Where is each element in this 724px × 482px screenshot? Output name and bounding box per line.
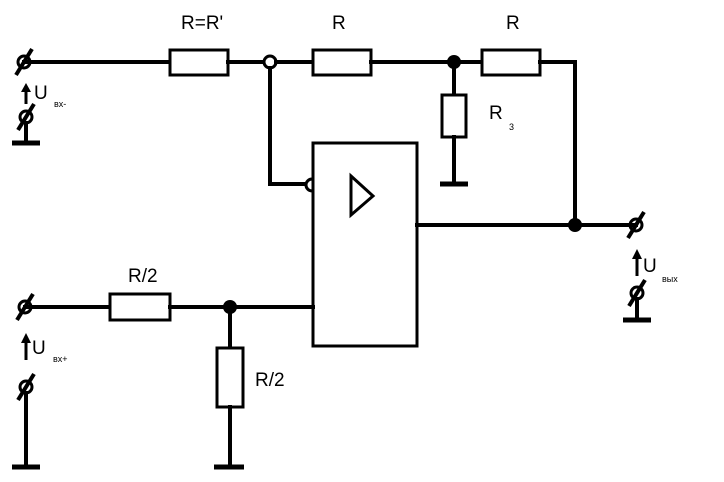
terminal-in-minus-top [14,47,34,77]
label-r-mid: R [332,13,346,34]
op-amp-body [311,141,419,348]
label-u-out-sub: вых [662,274,678,284]
resistor-r-half-shunt [215,346,245,409]
arrow-head-out [632,249,642,259]
label-r3: R [489,103,503,124]
triangle-icon [349,172,376,219]
label-u-in-minus: U [34,83,48,104]
terminal-in-plus-top [15,292,35,322]
terminal-out-top [626,210,646,240]
resistor-r-input [168,48,230,77]
label-u-out: U [643,256,657,277]
label-u-in-plus-sub: вх+ [53,354,68,364]
label-r-feedback: R [506,13,520,34]
label-r3-sub: 3 [509,122,514,132]
resistor-r-mid [311,48,373,77]
junction-dot-output [568,218,582,232]
resistor-r-feedback [480,48,542,77]
arrow-head-in-minus [21,83,31,92]
arrow-head-in-plus [21,333,31,343]
label-r-input: R=R' [181,13,223,34]
label-u-in-plus: U [32,338,46,359]
label-u-in-minus-sub: вх- [54,99,66,109]
label-r-half-series: R/2 [128,266,158,287]
resistor-r-half-series [108,292,172,322]
label-r-half-shunt: R/2 [255,370,285,391]
resistor-r3 [440,93,468,139]
